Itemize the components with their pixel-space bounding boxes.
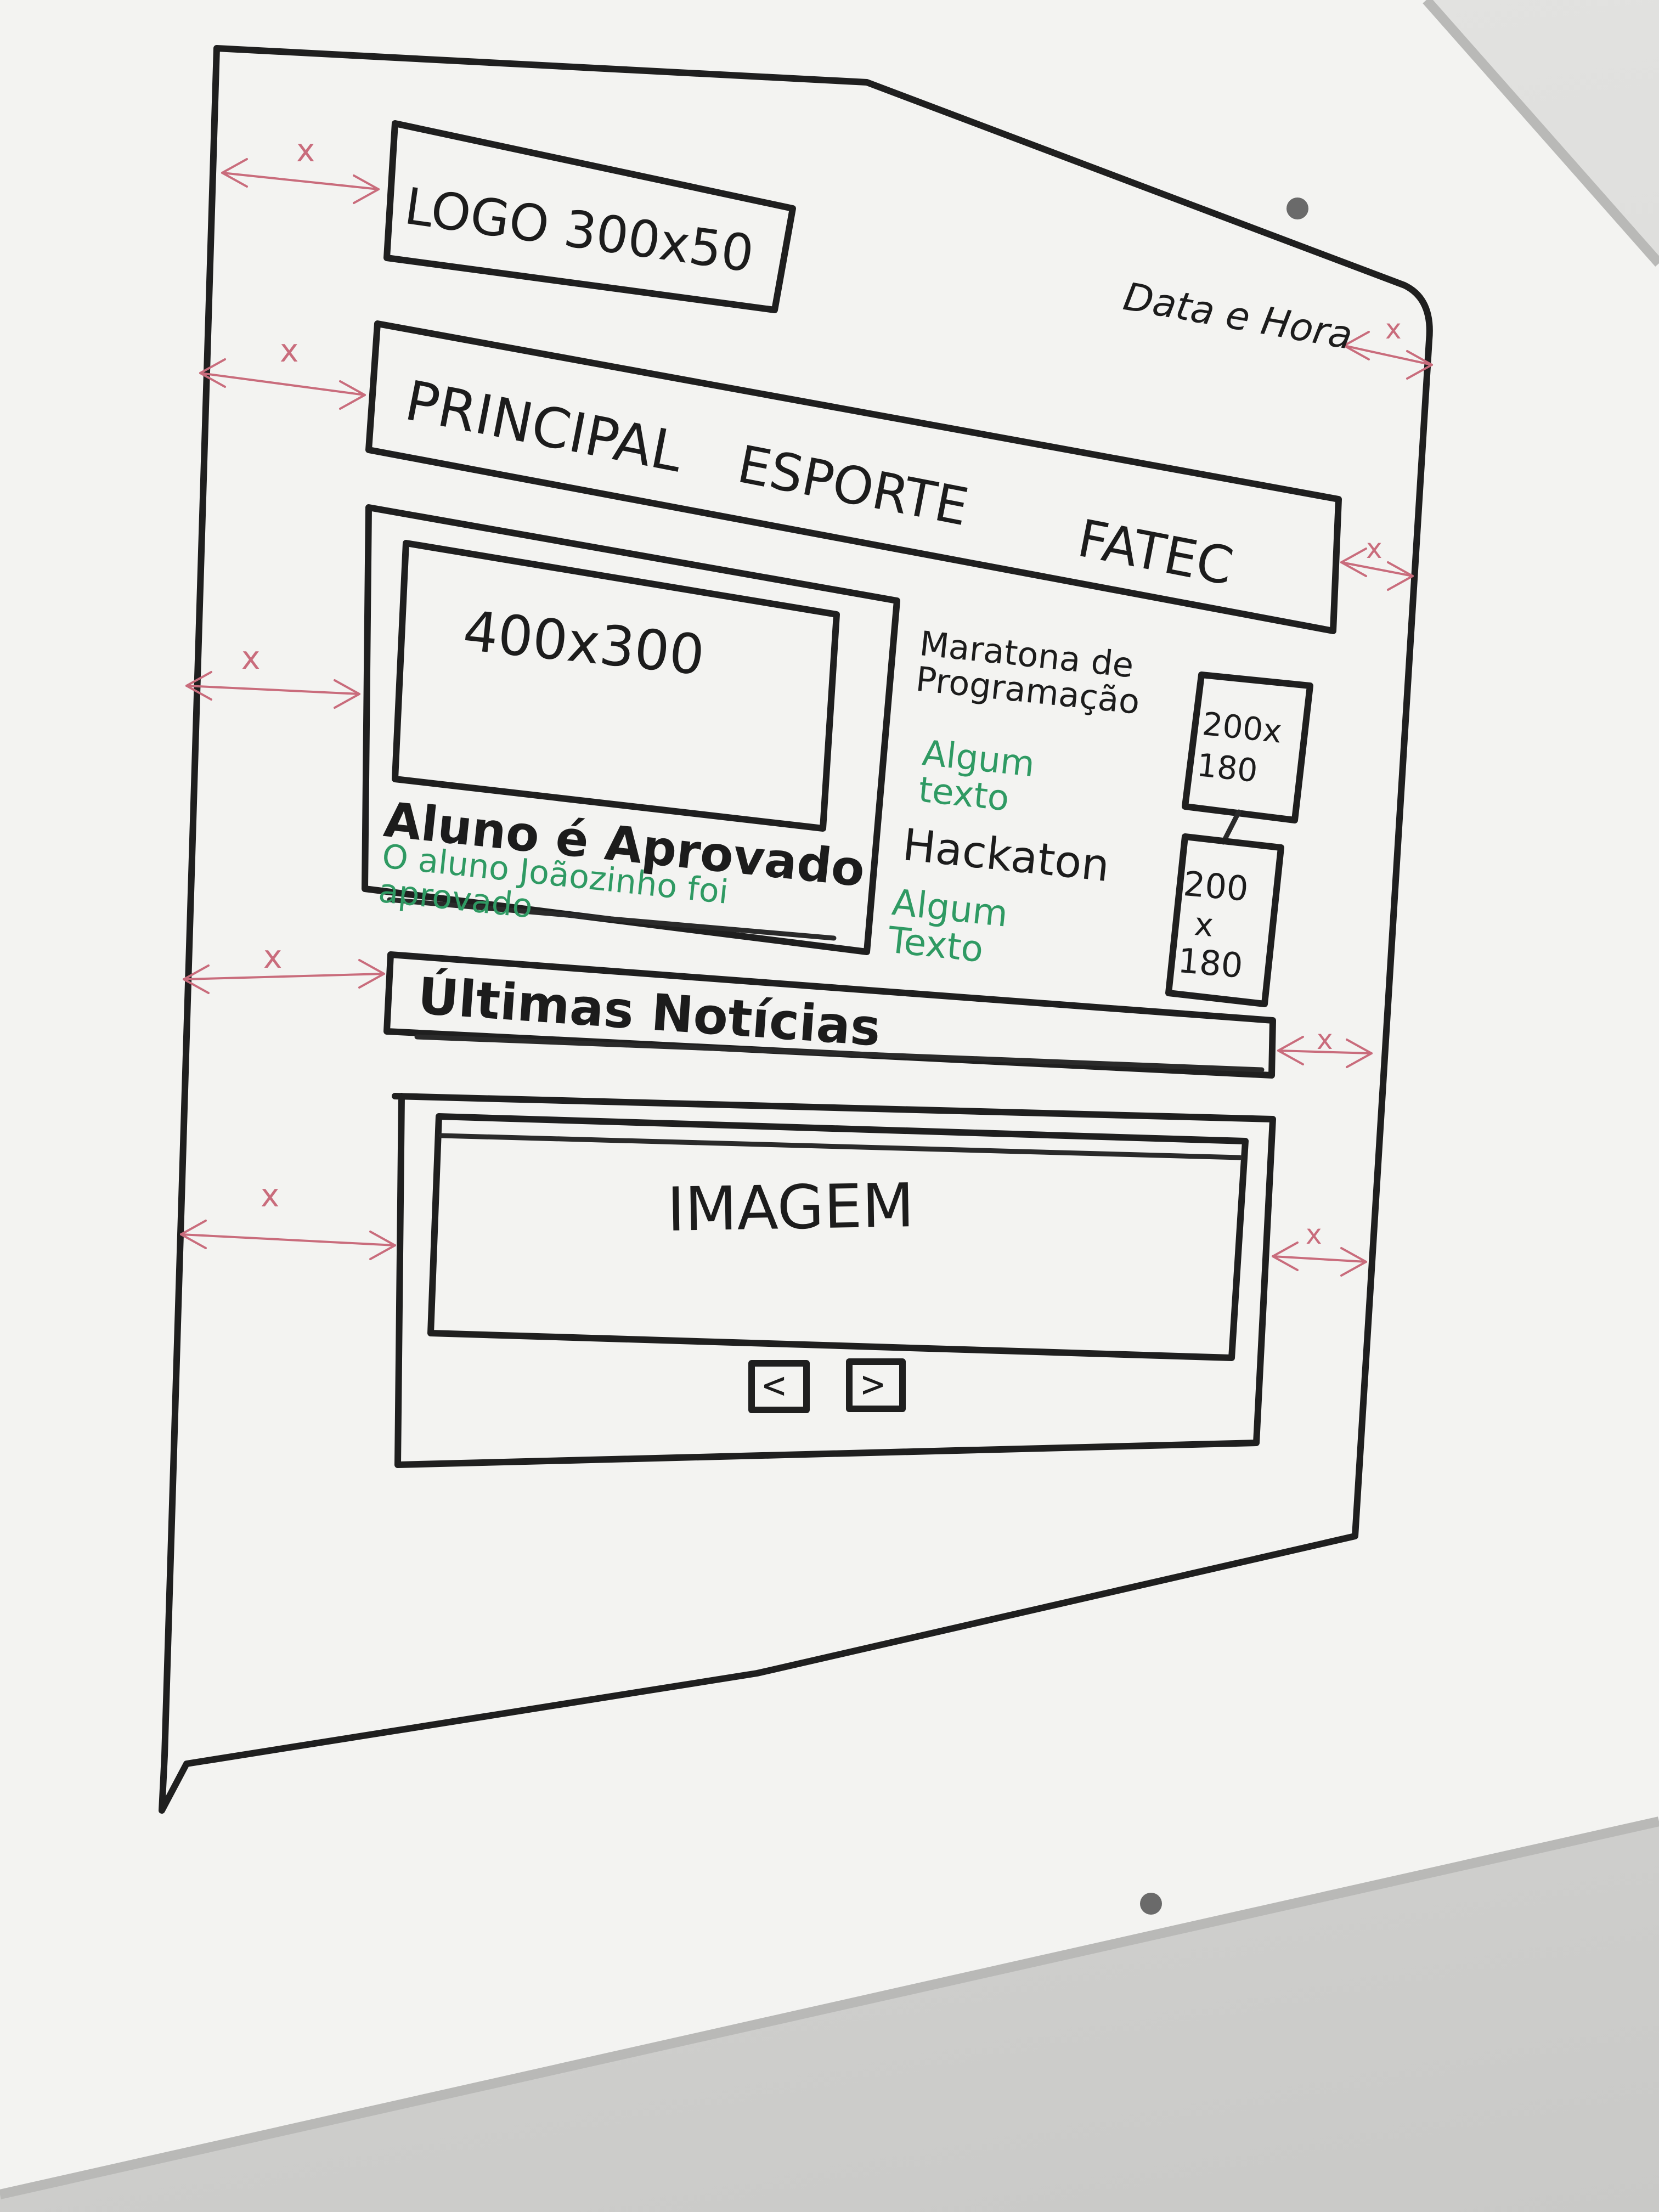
margin-arrow-datetime-right bbox=[1343, 331, 1433, 380]
carousel-next-label[interactable]: > bbox=[861, 1362, 885, 1407]
margin-arrow-featured bbox=[185, 671, 360, 709]
page-frame bbox=[159, 45, 1433, 1814]
carousel-prev-button[interactable] bbox=[748, 1360, 810, 1413]
margin-arrow-logo bbox=[221, 158, 380, 204]
margin-arrow-carousel bbox=[180, 1220, 396, 1260]
margin-marker-carousel: x bbox=[261, 1177, 280, 1214]
screw-bottom bbox=[1140, 1893, 1162, 1915]
carousel-next-button[interactable] bbox=[846, 1358, 906, 1412]
margin-marker-featured: x bbox=[241, 639, 261, 676]
margin-marker-latest-right: x bbox=[1317, 1024, 1333, 1056]
featured-box bbox=[362, 504, 900, 955]
margin-marker-carousel-right: x bbox=[1306, 1218, 1322, 1250]
side-thumb-1-label-line1: 200x bbox=[1200, 705, 1284, 751]
margin-marker-datetime-right: x bbox=[1385, 313, 1402, 345]
side-thumb-connector bbox=[1221, 809, 1242, 845]
margin-marker-latest: x bbox=[263, 938, 283, 975]
side-thumb-1 bbox=[1182, 672, 1313, 823]
margin-arrow-latest bbox=[183, 959, 385, 994]
latest-news-divider bbox=[414, 1034, 1265, 1073]
side-thumb-1-label-line2: 180 bbox=[1195, 746, 1260, 790]
margin-marker-nav-right: x bbox=[1366, 533, 1383, 565]
side-thumb-2-label-line3: 180 bbox=[1176, 940, 1245, 986]
screw-top bbox=[1286, 198, 1308, 219]
margin-arrow-nav bbox=[199, 358, 366, 410]
whiteboard-frame-bottom bbox=[0, 1816, 1659, 2199]
carousel-image-inner-edge bbox=[439, 1133, 1243, 1160]
margin-marker-nav: x bbox=[280, 332, 299, 369]
featured-underline bbox=[387, 897, 837, 941]
nav-bar bbox=[365, 320, 1342, 634]
carousel-prev-label[interactable]: < bbox=[763, 1363, 786, 1408]
logo-box bbox=[383, 120, 796, 313]
margin-arrow-nav-right bbox=[1340, 548, 1414, 591]
latest-news-bar bbox=[383, 951, 1276, 1079]
margin-marker-logo: x bbox=[296, 132, 315, 169]
margin-arrow-carousel-right bbox=[1272, 1242, 1367, 1277]
featured-image-box bbox=[392, 540, 840, 832]
side-thumb-2-label-line2: x bbox=[1193, 905, 1215, 944]
carousel-image-box bbox=[427, 1113, 1249, 1361]
carousel-box bbox=[392, 1093, 1276, 1468]
whiteboard-frame-top bbox=[1423, 0, 1659, 267]
carousel-image-label: IMAGEM bbox=[666, 1170, 915, 1245]
side-thumb-2-label-line1: 200 bbox=[1182, 864, 1250, 910]
side-thumb-2 bbox=[1165, 833, 1284, 1007]
margin-arrow-latest-right bbox=[1277, 1036, 1373, 1068]
